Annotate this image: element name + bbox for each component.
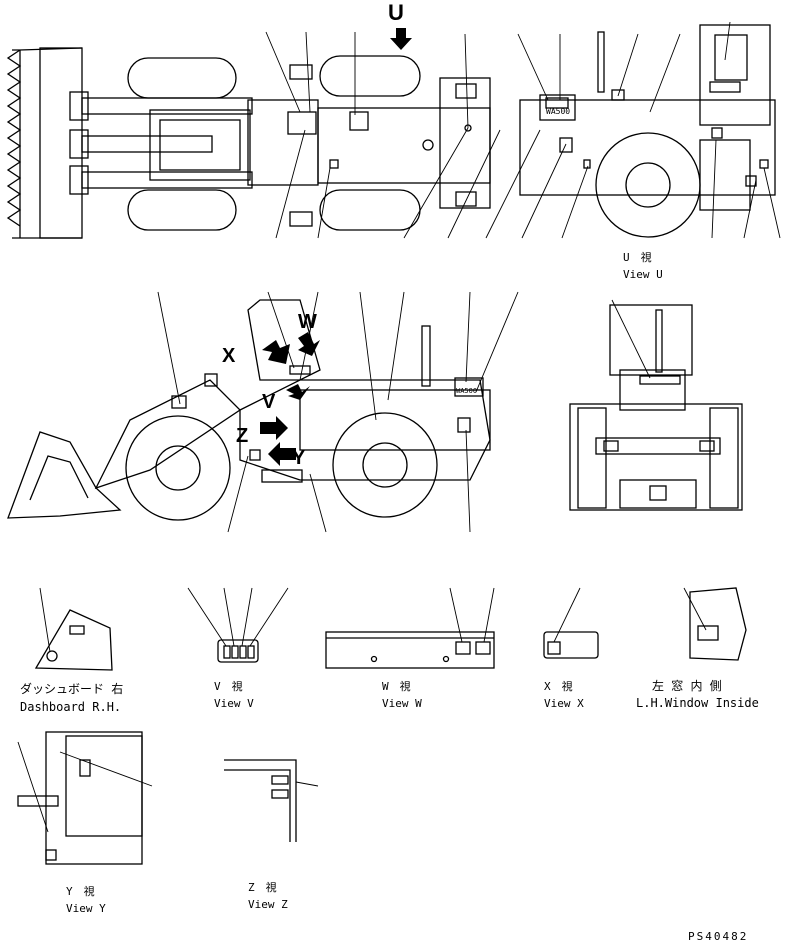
view-v-caption-jp: V 視: [214, 679, 243, 693]
drawing-number: PS40482: [688, 930, 748, 943]
arrow-x-icon: [262, 340, 290, 364]
view-y-caption-en: View Y: [66, 902, 106, 915]
letter-y: Y: [292, 447, 306, 469]
view-y-detail: [17, 731, 153, 865]
view-w-caption-en: View W: [382, 697, 422, 710]
dashboard-caption-jp: ダッシュボード 右: [20, 681, 123, 696]
view-x-detail: [543, 587, 599, 659]
view-x-caption-en: View X: [544, 697, 584, 710]
view-z-caption-jp: Z 視: [248, 880, 277, 894]
view-v-detail: [187, 587, 289, 663]
arrow-z-icon: [260, 416, 288, 440]
letter-u: U: [388, 0, 404, 25]
view-u-caption-en: View U: [623, 268, 663, 281]
letter-v: V: [262, 391, 276, 413]
view-u-machine: WA500: [519, 24, 776, 238]
view-y-caption-jp: Y 視: [66, 884, 95, 898]
side-view-machine: WA500: [7, 291, 519, 533]
view-u-caption-jp: U 視: [623, 250, 652, 264]
view-v-caption-en: View V: [214, 697, 254, 710]
window-caption-en: L.H.Window Inside: [636, 696, 759, 710]
dashboard-rh-detail: [34, 587, 113, 671]
view-w-detail: [325, 587, 495, 669]
dashboard-caption-en: Dashboard R.H.: [20, 700, 121, 714]
model-plate-top: WA500: [546, 107, 570, 116]
window-caption-jp: 左 窓 内 側: [652, 678, 722, 693]
front-view-machine: [569, 299, 743, 511]
letter-z: Z: [236, 425, 248, 447]
arrow-y-icon: [268, 442, 296, 466]
letter-w: W: [298, 311, 317, 333]
letter-x: X: [222, 345, 236, 367]
view-z-caption-en: View Z: [248, 898, 288, 911]
arrow-v-icon: [286, 384, 310, 400]
model-plate-side: WA500: [456, 387, 477, 395]
top-view-machine: [6, 21, 781, 239]
view-w-caption-jp: W 視: [382, 679, 411, 693]
view-x-caption-jp: X 視: [544, 679, 573, 693]
window-inside-detail: [683, 587, 747, 661]
view-z-detail: [224, 759, 319, 842]
arrow-w-icon: [298, 332, 320, 356]
